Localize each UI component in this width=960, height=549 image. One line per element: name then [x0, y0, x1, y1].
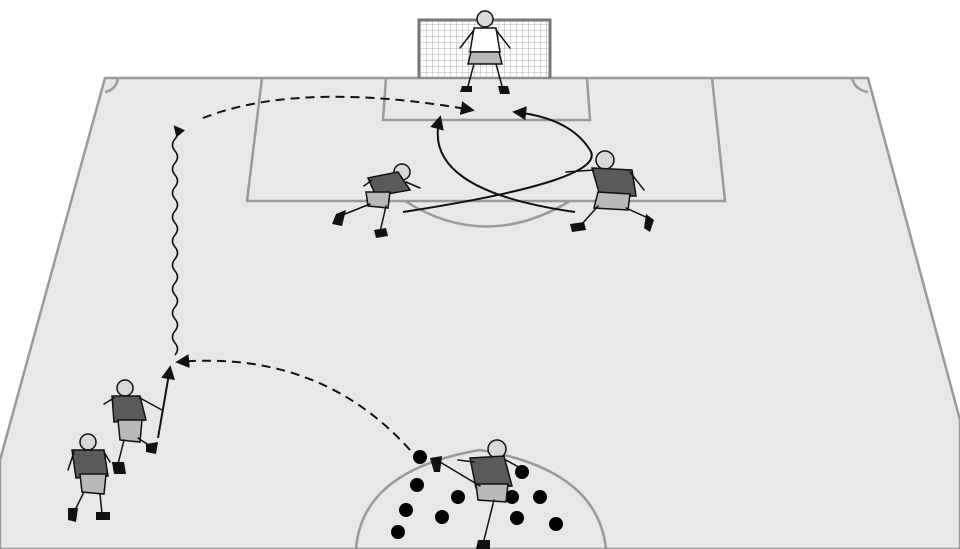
ball — [391, 525, 405, 539]
ball — [410, 478, 424, 492]
ball — [549, 517, 563, 531]
ball — [435, 510, 449, 524]
ball — [451, 490, 465, 504]
ball — [533, 490, 547, 504]
ball — [413, 450, 427, 464]
ball — [510, 511, 524, 525]
ball — [399, 503, 413, 517]
ball — [515, 465, 529, 479]
